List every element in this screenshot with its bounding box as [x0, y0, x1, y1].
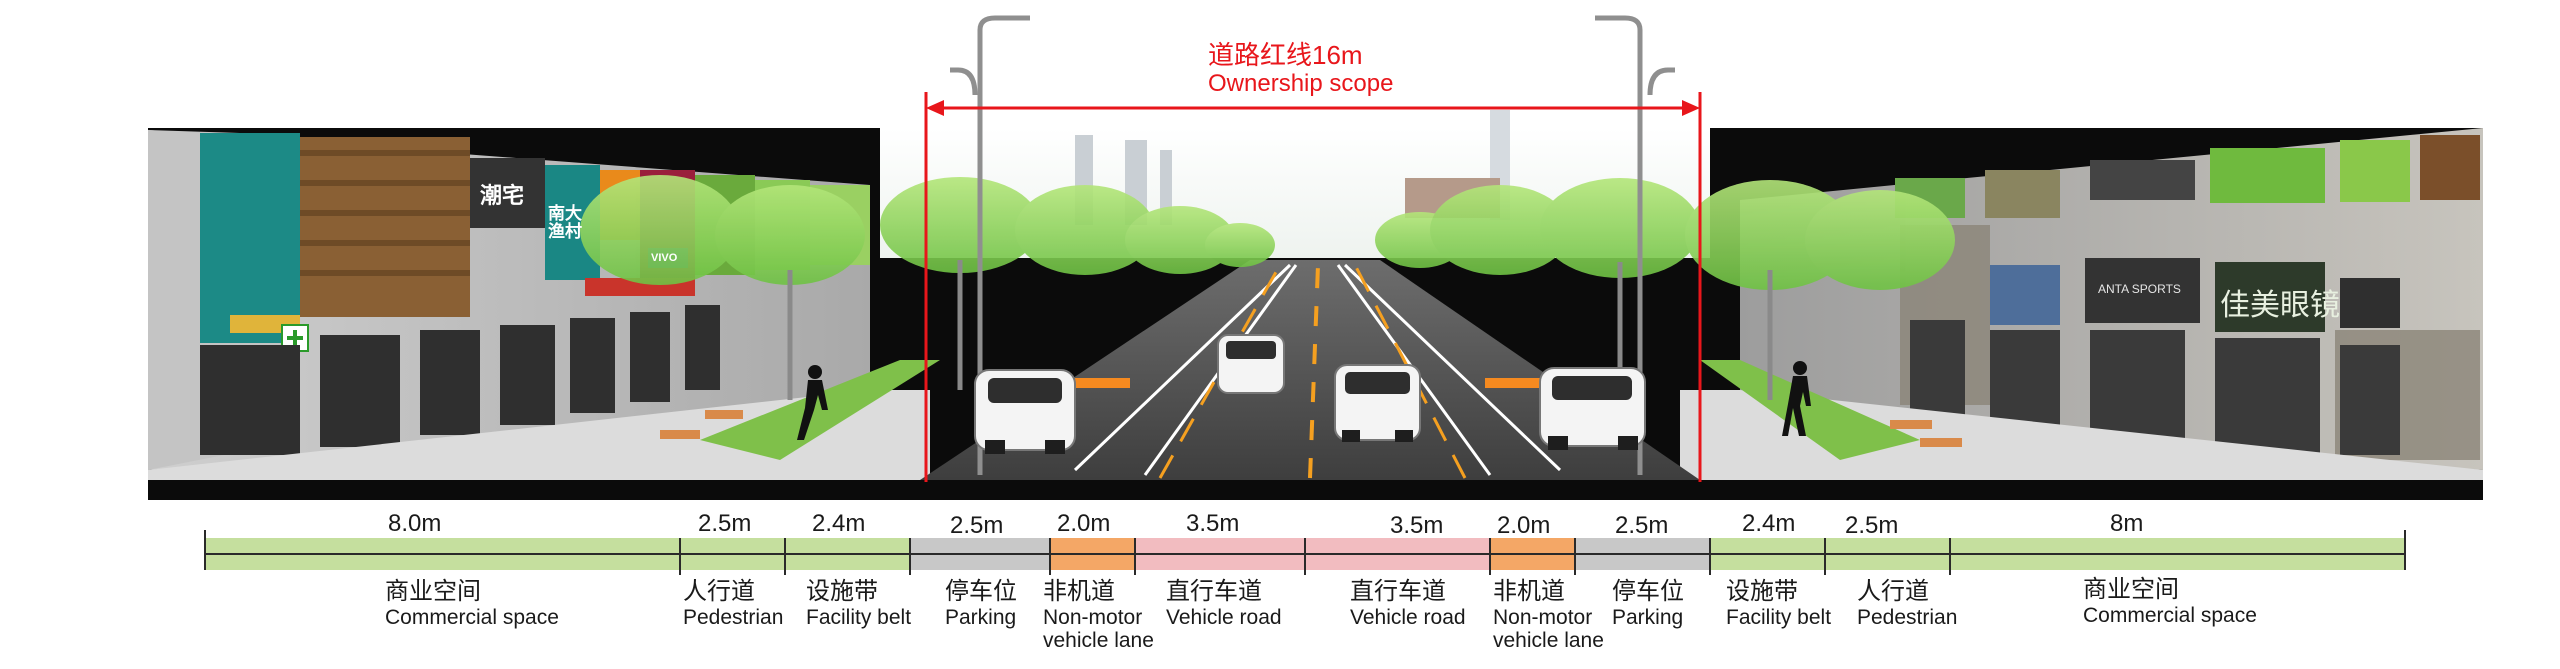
label-facility-right-en: Facility belt [1726, 606, 1832, 629]
label-parking-left: 停车位 Parking [945, 578, 1017, 629]
label-vehicle-left-cn: 直行车道 [1166, 578, 1262, 605]
width-pedestrian-left: 2.5m [698, 510, 752, 537]
label-pedestrian-left-cn: 人行道 [683, 578, 755, 605]
width-parking-left: 2.5m [950, 512, 1004, 539]
label-pedestrian-right-en: Pedestrian [1857, 606, 1958, 629]
car-right-lane [1334, 364, 1421, 442]
label-facility-left-cn: 设施带 [806, 578, 878, 605]
width-nonmotor-left: 2.0m [1057, 510, 1111, 537]
car-left-lane [1217, 334, 1285, 394]
store-sign-left-1: 潮宅 [480, 183, 525, 208]
label-commercial-right-cn: 商业空间 [2083, 576, 2179, 603]
width-commercial-left: 8.0m [388, 510, 442, 537]
label-facility-right: 设施带 Facility belt [1726, 578, 1831, 629]
width-vehicle-right: 3.5m [1390, 512, 1444, 539]
width-vehicle-left: 3.5m [1186, 510, 1240, 537]
label-pedestrian-left: 人行道 Pedestrian [683, 578, 783, 629]
label-nonmotor-left-en1: Non-motor [1043, 606, 1143, 629]
width-facility-right: 2.4m [1742, 510, 1796, 537]
label-facility-right-cn: 设施带 [1726, 578, 1798, 605]
label-vehicle-left: 直行车道 Vehicle road [1166, 578, 1282, 629]
street-trees [580, 175, 1955, 290]
benches [660, 410, 1962, 447]
label-vehicle-right: 直行车道 Vehicle road [1350, 578, 1466, 629]
width-nonmotor-right: 2.0m [1497, 512, 1551, 539]
label-nonmotor-right: 非机道 Non-motor vehicle lane [1493, 578, 1604, 652]
car-left-parking [974, 369, 1076, 454]
label-commercial-left-en: Commercial space [385, 606, 559, 629]
pedestrian-left-figure [797, 365, 828, 440]
car-right-parking [1539, 367, 1646, 450]
label-nonmotor-left-en2: vehicle lane [1043, 629, 1154, 652]
label-nonmotor-right-en2: vehicle lane [1493, 629, 1604, 652]
label-parking-left-cn: 停车位 [945, 578, 1017, 605]
ownership-scope-label-cn: 道路红线16m [1208, 40, 1363, 70]
ownership-scope-label: 道路红线16m Ownership scope [1208, 40, 1393, 98]
label-nonmotor-left: 非机道 Non-motor vehicle lane [1043, 578, 1154, 652]
label-facility-left-en: Facility belt [806, 606, 912, 629]
label-commercial-left-cn: 商业空间 [385, 578, 481, 605]
label-pedestrian-right-cn: 人行道 [1857, 578, 1929, 605]
label-commercial-left: 商业空间 Commercial space [385, 578, 559, 629]
street-lamps [950, 15, 1675, 475]
label-nonmotor-right-cn: 非机道 [1493, 578, 1565, 605]
label-nonmotor-right-en1: Non-motor [1493, 606, 1593, 629]
pedestrian-right-figure [1782, 361, 1811, 436]
ownership-scope-marker [924, 92, 1702, 482]
store-sign-left-2: 南大渔村 [548, 204, 582, 241]
label-parking-right-en: Parking [1612, 606, 1684, 629]
label-pedestrian-left-en: Pedestrian [683, 606, 784, 629]
store-sign-left-3: VIVO [651, 252, 678, 264]
label-nonmotor-left-cn: 非机道 [1043, 578, 1115, 605]
label-parking-right-cn: 停车位 [1612, 578, 1684, 605]
label-commercial-right: 商业空间 Commercial space [2083, 576, 2257, 627]
width-parking-right: 2.5m [1615, 512, 1669, 539]
dimension-bar [204, 530, 2406, 575]
width-pedestrian-right: 2.5m [1845, 512, 1899, 539]
ownership-scope-label-en: Ownership scope [1208, 70, 1394, 97]
label-facility-left: 设施带 Facility belt [806, 578, 911, 629]
label-vehicle-right-en: Vehicle road [1350, 606, 1466, 629]
width-commercial-right: 8m [2110, 510, 2144, 537]
store-sign-right-2: 佳美眼镜 [2220, 288, 2340, 323]
store-sign-right-1: ANTA SPORTS [2098, 282, 2181, 296]
label-vehicle-left-en: Vehicle road [1166, 606, 1282, 629]
label-commercial-right-en: Commercial space [2083, 604, 2257, 627]
label-pedestrian-right: 人行道 Pedestrian [1857, 578, 1957, 629]
label-parking-right: 停车位 Parking [1612, 578, 1684, 629]
tree-trunks [787, 260, 1773, 400]
label-parking-left-en: Parking [945, 606, 1017, 629]
width-facility-left: 2.4m [812, 510, 866, 537]
label-vehicle-right-cn: 直行车道 [1350, 578, 1446, 605]
